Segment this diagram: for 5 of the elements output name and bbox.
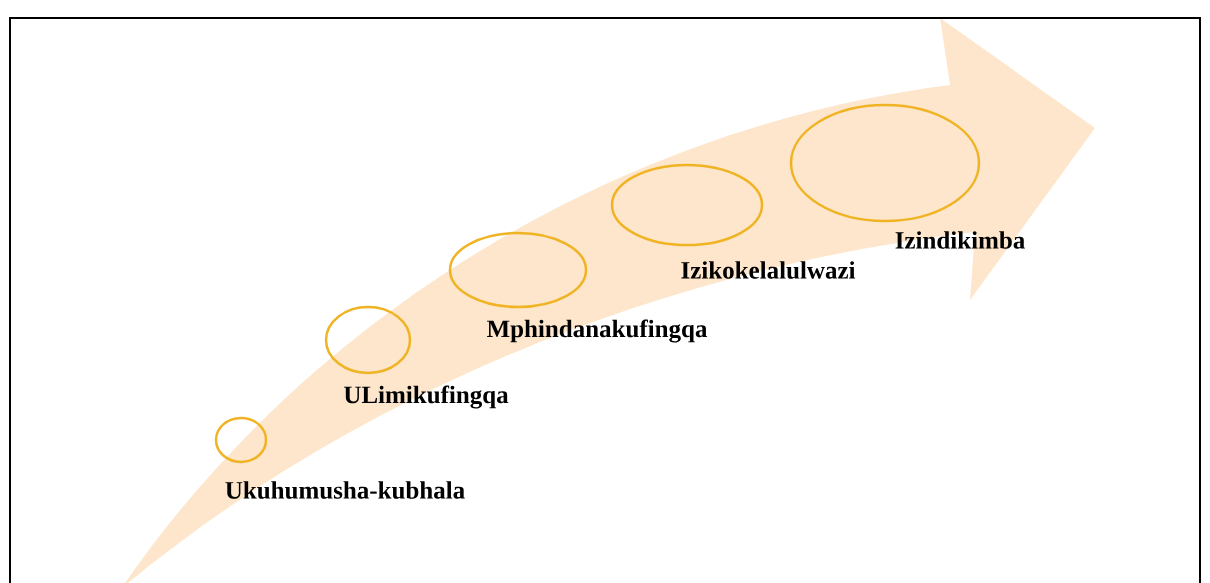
step-label: Izikokelalulwazi <box>681 261 856 279</box>
step-label: Ukuhumusha-kubhala <box>225 481 465 499</box>
step-label: ULimikufingqa <box>343 385 509 409</box>
step-label: Izindikimba <box>895 231 1025 249</box>
step-label: Mphindanakufingqa <box>486 319 708 343</box>
